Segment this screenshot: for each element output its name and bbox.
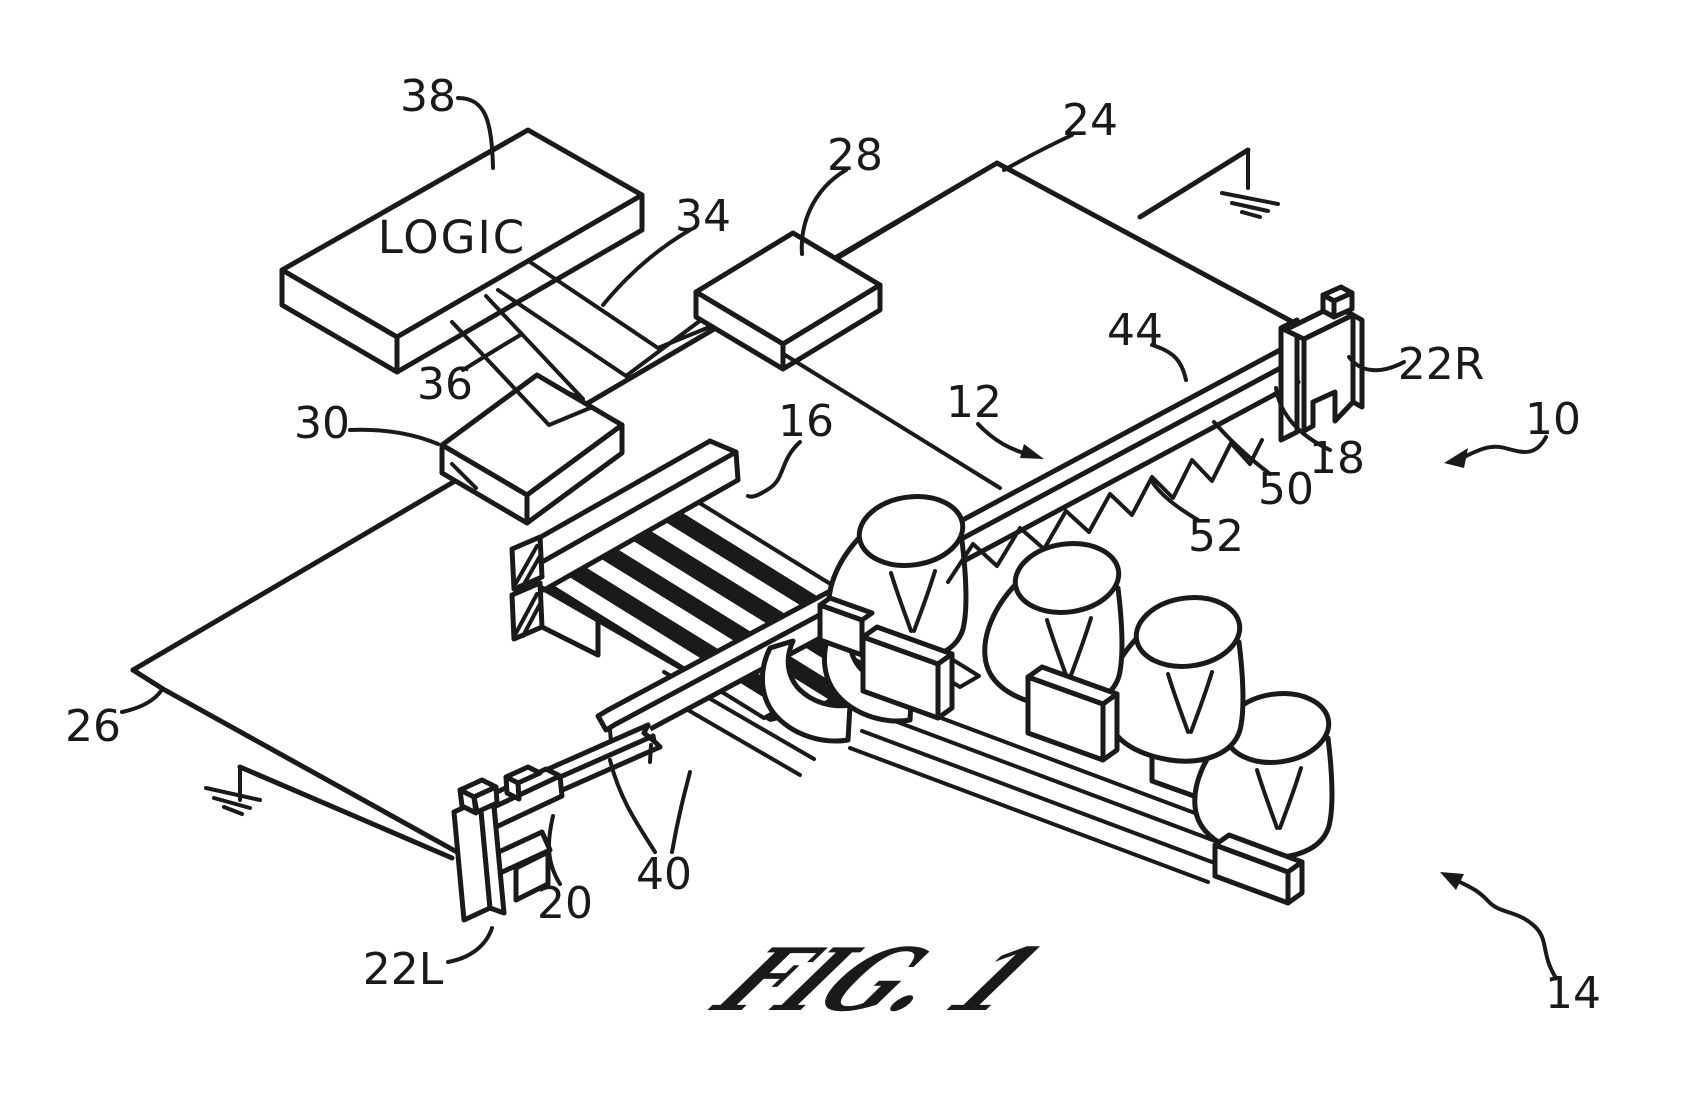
- ref-label-40: 40: [636, 849, 692, 900]
- ground-symbol-right: [1220, 148, 1280, 219]
- ref-label-34: 34: [675, 191, 731, 242]
- ref-label-16: 16: [778, 396, 834, 447]
- plate-corner-chamfer: [1137, 147, 1251, 220]
- ref-label-30: 30: [294, 398, 350, 449]
- arrowhead-14: [1440, 872, 1464, 890]
- leader-50: [1212, 420, 1272, 476]
- ref-label-24: 24: [1062, 95, 1118, 146]
- leader-22l: [446, 926, 494, 964]
- contact-block-b: [1025, 664, 1120, 763]
- leader-24: [1002, 133, 1074, 172]
- leader-lines: [120, 96, 1558, 980]
- driver-box-30: [439, 372, 625, 526]
- trace-30-tick: [450, 462, 478, 490]
- leader-30: [348, 427, 440, 446]
- key-dome-3: [1103, 595, 1246, 764]
- plate-bottomleft-edge: [130, 667, 460, 855]
- bar20-step: [641, 722, 657, 744]
- ground-symbol-left: [204, 765, 262, 816]
- ref-label-36: 36: [417, 359, 473, 410]
- ref-label-22r: 22R: [1398, 339, 1485, 390]
- ref-label-22l: 22L: [363, 944, 444, 995]
- conductor-bar-20: [543, 722, 663, 795]
- arrowhead-10: [1444, 448, 1468, 468]
- leader-28: [799, 168, 848, 256]
- leader-18: [1274, 386, 1332, 452]
- trace-34-line2: [496, 288, 703, 378]
- trace-34-line1: [528, 260, 714, 350]
- ref-label-28: 28: [827, 130, 883, 181]
- serpentine-conductor-52: [946, 438, 1264, 584]
- leader-38: [456, 96, 495, 170]
- contact-block-d: [1212, 832, 1305, 906]
- ref-label-texts: 38 28 24 34 36 30 16 12 44 22R 10 18 50 …: [65, 71, 1601, 1019]
- bracket22r-side: [1350, 312, 1365, 410]
- trace-28-to-keys: [783, 353, 1002, 490]
- leader-40b: [670, 770, 692, 854]
- leader-16: [746, 440, 802, 499]
- contact-block-e: [817, 595, 875, 658]
- trace-36-line1: [484, 294, 585, 401]
- leader-10-squiggle: [1460, 435, 1548, 460]
- arrowhead-12: [1020, 444, 1044, 459]
- leader-34: [601, 228, 692, 307]
- ref-label-52: 52: [1188, 511, 1244, 562]
- leader-36: [461, 332, 524, 372]
- leader-40a: [608, 758, 657, 854]
- ribbon-end-crossbar: [513, 438, 741, 593]
- leader-14-squiggle: [1458, 880, 1558, 980]
- key-dome-4: [1192, 691, 1335, 860]
- bar-left-step: [595, 707, 619, 733]
- lower-right-rail: [848, 698, 1253, 884]
- ref-label-20: 20: [537, 878, 593, 929]
- connector-tube-ends: [509, 534, 601, 658]
- key-dome-2: [982, 541, 1125, 710]
- logic-box-label: LOGIC: [378, 211, 526, 264]
- contact-blocks: [817, 595, 1305, 906]
- leader-52: [1149, 478, 1200, 522]
- trace-28-to-plate: [836, 161, 999, 260]
- ref-label-38: 38: [400, 71, 456, 122]
- drawing-ink: [120, 96, 1558, 980]
- ref-label-26: 26: [65, 701, 121, 752]
- plate-thickness-edge: [237, 764, 455, 861]
- leader-20: [546, 814, 562, 886]
- ref-label-44: 44: [1107, 305, 1163, 356]
- ref-label-18: 18: [1309, 433, 1365, 484]
- driver-box-28: [693, 230, 883, 372]
- ref-label-12: 12: [946, 377, 1002, 428]
- contact-block-a: [860, 624, 955, 721]
- ref-label-50: 50: [1258, 464, 1314, 515]
- plate-topright-edge: [994, 160, 1305, 330]
- leader-22r: [1347, 355, 1406, 373]
- ref-label-10: 10: [1525, 394, 1581, 445]
- ref-label-14: 14: [1545, 968, 1601, 1019]
- bracket22l-foot2: [513, 849, 551, 903]
- leader-44: [1150, 343, 1188, 382]
- leader-26: [120, 689, 163, 714]
